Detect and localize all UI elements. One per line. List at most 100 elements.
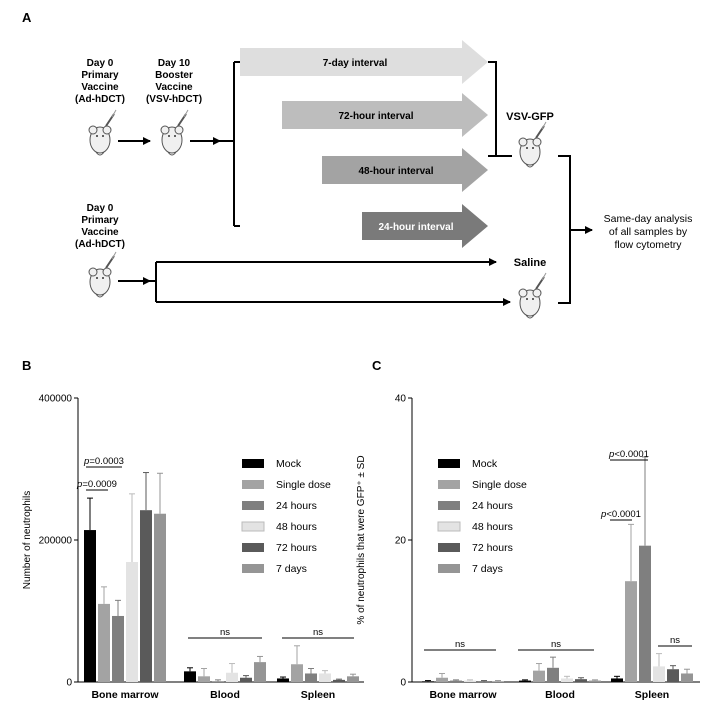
y-tick-label: 40: [395, 394, 407, 405]
legend-label: Mock: [472, 458, 498, 470]
panel-b-label: B: [22, 358, 31, 373]
x-tick-label: Spleen: [301, 689, 335, 701]
legend-swatch: [438, 501, 460, 510]
interval-label: 24-hour interval: [378, 222, 453, 233]
group1-day0-label: Day 0 Primary Vaccine (Ad-hDCT): [75, 58, 125, 105]
bar: [625, 581, 637, 682]
x-tick-label: Bone marrow: [429, 689, 497, 701]
group1-day0-line: Day 0: [87, 58, 114, 69]
legend-label: 72 hours: [472, 542, 513, 554]
legend-swatch: [242, 543, 264, 552]
group1-day10-line: (VSV-hDCT): [146, 94, 202, 105]
bar: [436, 677, 448, 682]
bar: [140, 510, 152, 682]
y-tick-label: 200000: [39, 536, 73, 547]
legend-swatch: [242, 459, 264, 468]
mouse-icon: [88, 251, 117, 298]
group1-day10-line: Vaccine: [155, 82, 193, 93]
bar: [240, 677, 252, 682]
bar: [319, 673, 331, 682]
legend-swatch: [438, 564, 460, 573]
interval-arrows: 7-day interval 72-hour interval 48-hour in…: [240, 40, 488, 248]
bar: [154, 513, 166, 682]
significance-label: ns: [551, 639, 561, 650]
bar: [277, 678, 289, 682]
significance-label: p<0.0001: [608, 449, 649, 460]
bar: [547, 667, 559, 682]
y-tick-label: 20: [395, 536, 407, 547]
significance-label: p<0.0001: [600, 509, 641, 520]
interval-arrow: [322, 148, 488, 192]
group2-day0-line: Vaccine: [81, 227, 119, 238]
bar: [126, 562, 138, 682]
bar: [519, 680, 531, 682]
significance-label: p=0.0003: [83, 456, 124, 467]
legend-label: 7 days: [472, 563, 503, 575]
bar: [450, 680, 462, 682]
interval-label: 48-hour interval: [358, 166, 433, 177]
legend-label: 24 hours: [472, 500, 513, 512]
analysis-line: of all samples by: [609, 226, 688, 238]
group1-day10-label: Day 10 Booster Vaccine (VSV-hDCT): [146, 58, 202, 105]
group2-day0-label: Day 0 Primary Vaccine (Ad-hDCT): [75, 203, 125, 250]
bar: [98, 603, 110, 682]
interval-label: 72-hour interval: [338, 111, 413, 122]
x-tick-label: Blood: [210, 689, 240, 701]
interval-arrow: [362, 204, 488, 248]
bar: [198, 676, 210, 682]
mouse-icon: [518, 272, 547, 319]
bar: [254, 662, 266, 682]
y-tick-label: 0: [66, 678, 72, 689]
bar: [575, 679, 587, 682]
legend-swatch: [242, 501, 264, 510]
bracket: [488, 61, 497, 157]
bar: [464, 680, 476, 682]
bar: [347, 676, 359, 682]
bar: [639, 545, 651, 682]
significance-label: ns: [220, 627, 230, 638]
y-tick-label: 400000: [39, 394, 73, 405]
group2-day0-line: Day 0: [87, 203, 114, 214]
bar: [422, 681, 434, 682]
bar: [533, 670, 545, 682]
panel-a-label: A: [22, 10, 32, 25]
group1-day0-line: (Ad-hDCT): [75, 94, 125, 105]
significance-label: ns: [670, 635, 680, 646]
mouse-icon: [160, 109, 189, 156]
legend-label: Single dose: [472, 479, 527, 491]
group1-day10-line: Booster: [155, 70, 193, 81]
bar: [667, 669, 679, 682]
interval-label: 7-day interval: [323, 58, 388, 69]
analysis-line: Same-day analysis: [604, 213, 693, 225]
legend-label: 24 hours: [276, 500, 317, 512]
bar: [653, 666, 665, 682]
legend-label: Mock: [276, 458, 302, 470]
y-tick-label: 0: [400, 678, 406, 689]
bar: [492, 681, 504, 682]
legend-label: 72 hours: [276, 542, 317, 554]
bar: [291, 664, 303, 682]
bar: [611, 678, 623, 682]
y-axis-label: % of neutrophils that were GFP⁺ ± SD: [356, 455, 367, 624]
group1-day10-line: Day 10: [158, 58, 191, 69]
bar: [681, 673, 693, 682]
legend-swatch: [437, 521, 461, 532]
bar: [84, 530, 96, 682]
x-tick-label: Bone marrow: [91, 689, 159, 701]
legend-swatch: [438, 543, 460, 552]
significance-label: p=0.0009: [76, 479, 117, 490]
legend-label: 48 hours: [276, 521, 317, 533]
bar: [589, 680, 601, 682]
bar: [305, 673, 317, 682]
bar: [112, 615, 124, 682]
legend-swatch: [242, 480, 264, 489]
legend-swatch: [438, 459, 460, 468]
legend-label: Single dose: [276, 479, 331, 491]
x-tick-label: Blood: [545, 689, 575, 701]
legend-label: 7 days: [276, 563, 307, 575]
bar: [184, 671, 196, 682]
panel-a: A Day 0 Primary Vaccine (Ad-hDCT) Day 10…: [22, 10, 693, 319]
saline-label: Saline: [514, 257, 546, 269]
